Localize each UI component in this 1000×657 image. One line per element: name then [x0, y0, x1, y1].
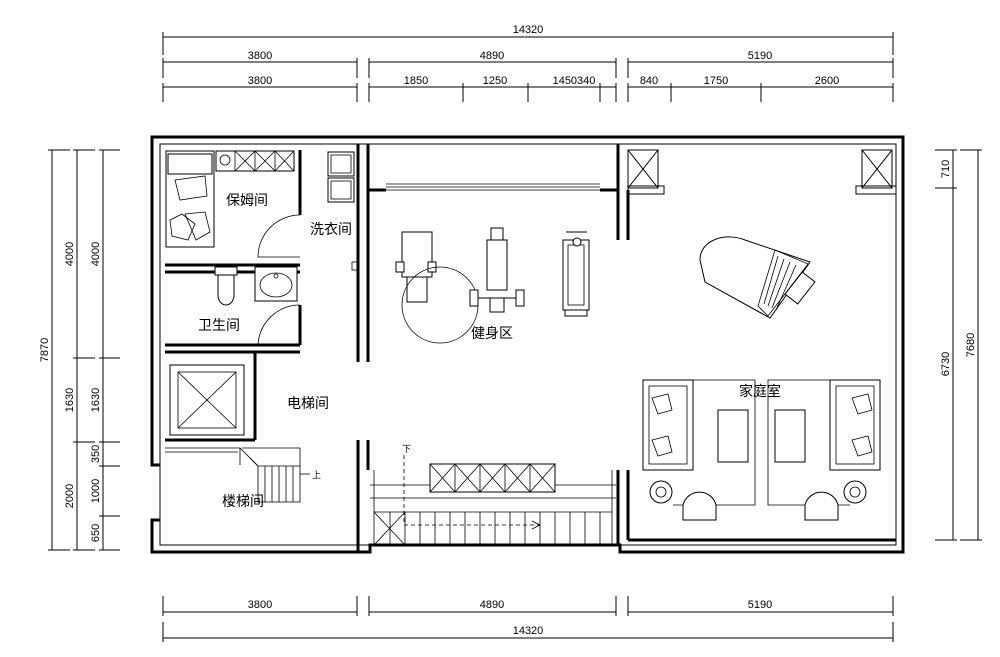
bottom-row1-dim-2: 4890: [480, 599, 504, 611]
nanny-door-swing: [257, 214, 301, 258]
top-row2-dim-6: 1750: [704, 75, 728, 87]
right-dimension-chains: [935, 149, 982, 541]
bathroom-fixtures: [214, 266, 298, 306]
room-label-laundry: 洗衣间: [310, 222, 352, 238]
room-label-nanny: 保姆间: [226, 193, 268, 209]
right-sofa-set: [767, 379, 881, 521]
left-inner-dim-1: 4000: [90, 242, 102, 266]
grand-piano: [699, 236, 816, 319]
left-staircase: [165, 447, 310, 503]
left-inner-dim-3: 350: [90, 445, 102, 463]
gym-equipment: [395, 227, 590, 344]
top-row2-dim-3: 1250: [483, 75, 507, 87]
top-row2-dim-1: 3800: [248, 75, 272, 87]
top-row1-dim-1: 3800: [248, 50, 272, 62]
left-outer-dim-1: 4000: [64, 242, 76, 266]
room-label-bathroom: 卫生间: [198, 318, 240, 334]
structural-columns: [627, 149, 897, 195]
top-dimension-chains: [162, 32, 894, 102]
room-label-gym: 健身区: [471, 326, 513, 342]
top-row2-dim-4: 1450340: [553, 75, 596, 87]
right-segment-dim-1: 710: [940, 160, 952, 178]
bathroom-door-swing: [257, 304, 301, 346]
left-sofa-set: [642, 379, 756, 521]
room-label-family: 家庭室: [739, 383, 781, 400]
nanny-bed: [165, 150, 215, 248]
left-total-dim: 7870: [39, 338, 51, 362]
washing-machines: [327, 151, 358, 271]
right-segment-dim-2: 6730: [940, 352, 952, 376]
gym-window: [386, 183, 600, 191]
top-total-dim: 14320: [513, 24, 544, 36]
top-row1-dim-3: 5190: [748, 50, 772, 62]
bottom-row1-dim-3: 5190: [748, 599, 772, 611]
bottom-row1-dim-1: 3800: [248, 599, 272, 611]
left-inner-dim-5: 650: [90, 524, 102, 542]
elevator-car: [169, 364, 245, 436]
left-outer-dim-2: 1630: [64, 388, 76, 412]
left-inner-dim-4: 1000: [90, 479, 102, 503]
top-row1-dim-2: 4890: [480, 50, 504, 62]
bottom-total-dim: 14320: [513, 625, 544, 637]
central-stair-down-label: 下: [402, 445, 411, 455]
left-inner-dim-2: 1630: [90, 388, 102, 412]
left-stair-up-label: 上: [312, 470, 321, 481]
bottom-dimension-chains: [162, 596, 894, 642]
nanny-wardrobe: [215, 150, 295, 172]
room-label-elevator: 电梯间: [287, 396, 329, 412]
right-total-dim: 7680: [965, 333, 977, 357]
left-outer-dim-3: 2000: [64, 484, 76, 508]
top-row2-dim-5: 840: [640, 75, 658, 87]
top-row2-dim-2: 1850: [404, 75, 428, 87]
central-staircase: [370, 455, 616, 546]
room-label-stairs: 楼梯间: [222, 494, 264, 510]
left-dimension-chains: [48, 149, 120, 551]
top-row2-dim-7: 2600: [815, 75, 839, 87]
